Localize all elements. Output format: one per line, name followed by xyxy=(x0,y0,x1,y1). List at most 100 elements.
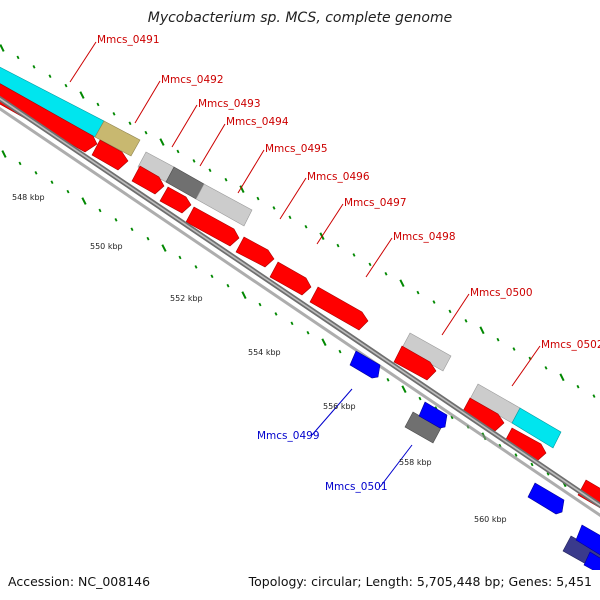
gene-label-mmcs-0498[interactable]: Mmcs_0498 xyxy=(393,231,456,243)
cds-mmcs-0494[interactable] xyxy=(159,186,192,214)
kbp-label: 558 kbp xyxy=(399,458,432,467)
tick-mark xyxy=(418,396,422,401)
leader-mmcs-0498 xyxy=(365,237,393,278)
tick-mark xyxy=(450,415,454,420)
cds-mmcs-0500[interactable] xyxy=(393,345,437,381)
tick-mark xyxy=(128,121,132,126)
cog-feature-cyan-b[interactable] xyxy=(511,407,562,449)
gene-label-mmcs-0496[interactable]: Mmcs_0496 xyxy=(307,171,370,183)
tick-mark xyxy=(96,102,100,107)
tick-mark xyxy=(258,302,262,307)
cds-reverse-edge-b[interactable] xyxy=(583,551,600,576)
tick-mark xyxy=(384,271,388,276)
leader-mmcs-0494 xyxy=(199,123,226,167)
leader-mmcs-0501 xyxy=(379,444,413,488)
leader-mmcs-0491 xyxy=(69,41,97,83)
cds-mmcs-0495[interactable] xyxy=(185,206,240,247)
kbp-label: 552 kbp xyxy=(170,294,203,303)
tick-mark xyxy=(130,227,134,232)
tick-mark xyxy=(304,224,308,229)
tick-mark xyxy=(194,265,198,269)
leader-mmcs-0497 xyxy=(316,203,344,245)
tick-mark xyxy=(386,377,390,382)
gene-label-mmcs-0499[interactable]: Mmcs_0499 xyxy=(257,430,320,442)
tick-mark xyxy=(290,321,294,326)
tick-mark xyxy=(208,168,212,173)
tick-mark xyxy=(272,206,276,210)
tick-mark xyxy=(448,309,452,314)
tick-mark xyxy=(530,462,534,467)
tick-mark xyxy=(321,338,327,347)
leader-mmcs-0496 xyxy=(279,177,307,220)
tick-mark xyxy=(368,262,372,267)
tick-mark xyxy=(544,366,548,370)
tick-mark xyxy=(48,74,52,79)
cds-mmcs-0492[interactable] xyxy=(91,139,129,171)
tick-mark xyxy=(592,394,596,398)
gene-label-mmcs-0493[interactable]: Mmcs_0493 xyxy=(198,98,261,110)
tick-mark xyxy=(546,472,550,476)
accession-text: Accession: NC_008146 xyxy=(8,574,151,589)
tick-mark xyxy=(576,384,580,389)
tick-mark xyxy=(178,255,182,260)
kbp-label: 560 kbp xyxy=(474,515,507,524)
gene-label-mmcs-0495[interactable]: Mmcs_0495 xyxy=(265,143,328,155)
tick-mark xyxy=(210,274,214,279)
tick-mark xyxy=(112,112,116,116)
cds-mmcs-0491[interactable] xyxy=(0,78,98,153)
gene-label-mmcs-0497[interactable]: Mmcs_0497 xyxy=(344,197,407,209)
tick-mark xyxy=(559,373,565,382)
tick-mark xyxy=(432,300,436,304)
tick-mark xyxy=(176,149,180,154)
cog-feature-olive[interactable] xyxy=(94,120,141,157)
tick-mark xyxy=(401,385,407,394)
leader-mmcs-0492 xyxy=(134,80,161,124)
cds-mmcs-0493[interactable] xyxy=(131,165,165,195)
tick-mark xyxy=(479,326,485,335)
tick-mark xyxy=(226,283,230,288)
gene-label-mmcs-0500[interactable]: Mmcs_0500 xyxy=(470,287,533,299)
tick-mark xyxy=(288,215,292,220)
tick-mark xyxy=(338,349,342,354)
tick-mark xyxy=(514,453,518,457)
cog-feature-gray-c[interactable] xyxy=(401,332,452,372)
leader-mmcs-0500 xyxy=(441,293,470,336)
tick-mark xyxy=(50,180,54,185)
genome-backbone-shadow xyxy=(0,106,600,518)
gene-label-mmcs-0492[interactable]: Mmcs_0492 xyxy=(161,74,224,86)
tick-mark xyxy=(159,138,165,146)
gene-label-mmcs-0491[interactable]: Mmcs_0491 xyxy=(97,34,160,46)
gene-label-mmcs-0501[interactable]: Mmcs_0501 xyxy=(325,481,388,493)
cds-mmcs-0499[interactable] xyxy=(418,401,448,429)
cog-feature-gray-b[interactable] xyxy=(195,183,253,227)
tick-mark xyxy=(64,83,68,88)
tick-mark xyxy=(192,159,196,163)
tick-mark xyxy=(512,347,516,351)
tick-mark xyxy=(66,189,70,194)
cds-mmcs-0496[interactable] xyxy=(235,236,275,268)
cds-mmcs-0501[interactable] xyxy=(527,482,565,515)
tick-mark xyxy=(239,185,245,193)
leader-mmcs-0499 xyxy=(311,388,353,436)
tick-mark xyxy=(161,244,167,252)
tick-mark xyxy=(18,161,22,166)
tick-mark xyxy=(1,150,7,158)
tick-mark xyxy=(352,253,356,257)
cds-reverse-a[interactable] xyxy=(349,350,381,379)
tick-mark xyxy=(146,236,150,241)
leader-mmcs-0495 xyxy=(237,149,265,194)
map-title: Mycobacterium sp. MCS, complete genome xyxy=(147,10,453,26)
tick-mark xyxy=(399,279,405,288)
cds-reverse-edge-a[interactable] xyxy=(575,524,600,556)
gene-label-mmcs-0502[interactable]: Mmcs_0502 xyxy=(541,339,600,351)
tick-mark xyxy=(144,130,148,135)
cds-mmcs-0498[interactable] xyxy=(309,286,369,331)
kbp-label: 550 kbp xyxy=(90,242,123,251)
cds-mmcs-0497[interactable] xyxy=(269,261,312,296)
tick-mark xyxy=(336,243,340,248)
topology-text: Topology: circular; Length: 5,705,448 bp… xyxy=(248,574,592,589)
tick-mark xyxy=(256,196,260,201)
gene-label-mmcs-0494[interactable]: Mmcs_0494 xyxy=(226,116,289,128)
